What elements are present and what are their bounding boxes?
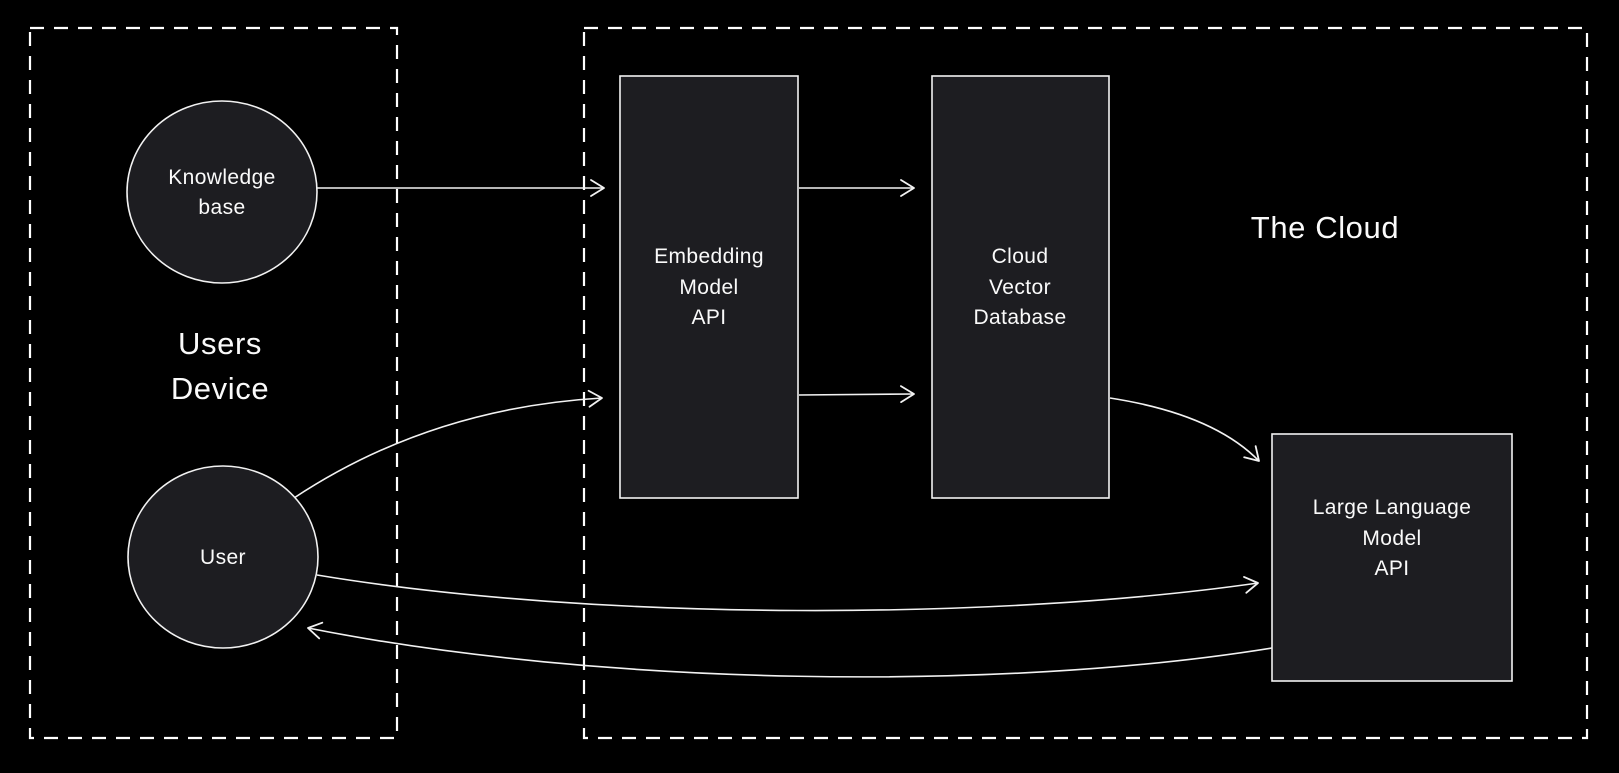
arrow-user-to-embedding — [293, 389, 603, 499]
container-cloud — [582, 26, 1589, 740]
arrow-embedding-to-vector-db-bottom — [798, 385, 915, 404]
arrow-llm-to-user — [307, 621, 1273, 678]
users-device-label-line: Users — [178, 326, 262, 361]
node-user — [127, 465, 319, 649]
container-users-device — [28, 26, 399, 740]
users-device-label-line: Device — [171, 371, 269, 406]
knowledge-base-label-line: Knowledge — [168, 166, 276, 189]
node-large-language-model-api — [1271, 433, 1513, 682]
vector-db-label-line: Cloud — [992, 245, 1049, 268]
arrow-vector-db-to-llm — [1109, 397, 1260, 462]
llm-label-line: Large Language — [1313, 496, 1472, 519]
cloud-label: The Cloud — [1251, 210, 1399, 245]
llm-label-line: API — [1374, 557, 1409, 580]
node-embedding-model-api — [619, 75, 799, 499]
arrow-user-to-llm — [316, 574, 1259, 612]
embedding-label-line: Model — [679, 276, 738, 299]
embedding-label-line: API — [691, 306, 726, 329]
user-label: User — [200, 546, 246, 569]
embedding-label-line: Embedding — [654, 245, 764, 268]
node-knowledge-base — [126, 100, 318, 284]
knowledge-base-label-line: base — [198, 196, 245, 219]
vector-db-label-line: Vector — [989, 276, 1051, 299]
vector-db-label-line: Database — [973, 306, 1066, 329]
llm-label-line: Model — [1362, 527, 1421, 550]
node-cloud-vector-database — [931, 75, 1110, 499]
